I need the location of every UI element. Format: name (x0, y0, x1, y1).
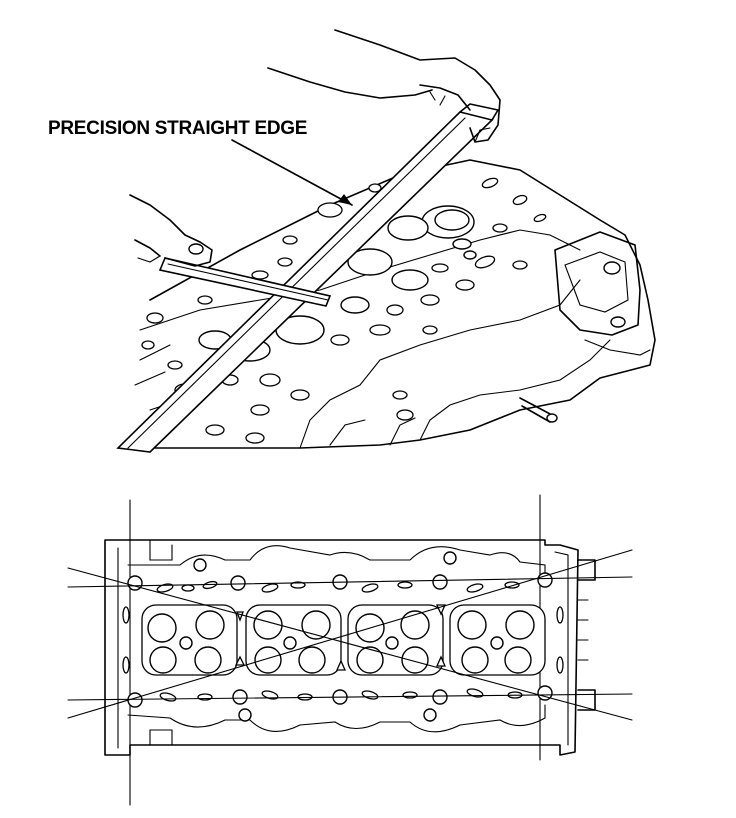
measure-line-top-horizontal (67, 576, 633, 588)
callout-leader (231, 139, 353, 206)
straightedge-illustration: PRECISION STRAIGHT EDGE (48, 29, 656, 453)
chamber-2 (245, 604, 342, 676)
cylinder-head-perspective (134, 159, 656, 449)
plan-view-measurement-diagram (67, 494, 633, 806)
chamber-4 (449, 604, 546, 676)
right-hand (267, 29, 501, 143)
chamber-3 (347, 604, 444, 676)
cylinder-head-plan-outline (104, 539, 596, 756)
combustion-chambers (141, 604, 546, 676)
head-bolt-holes (127, 551, 553, 722)
feeler-gauge (158, 257, 332, 307)
callout-arrowhead (338, 194, 352, 205)
straight-edge-label: PRECISION STRAIGHT EDGE (48, 118, 307, 139)
measure-line-diagonal-b (67, 549, 633, 719)
left-hand (129, 194, 213, 267)
measurement-lines (67, 549, 633, 721)
precision-straight-edge-bar (116, 103, 499, 453)
chamber-1 (141, 604, 238, 676)
measure-line-diagonal-a (67, 567, 633, 721)
